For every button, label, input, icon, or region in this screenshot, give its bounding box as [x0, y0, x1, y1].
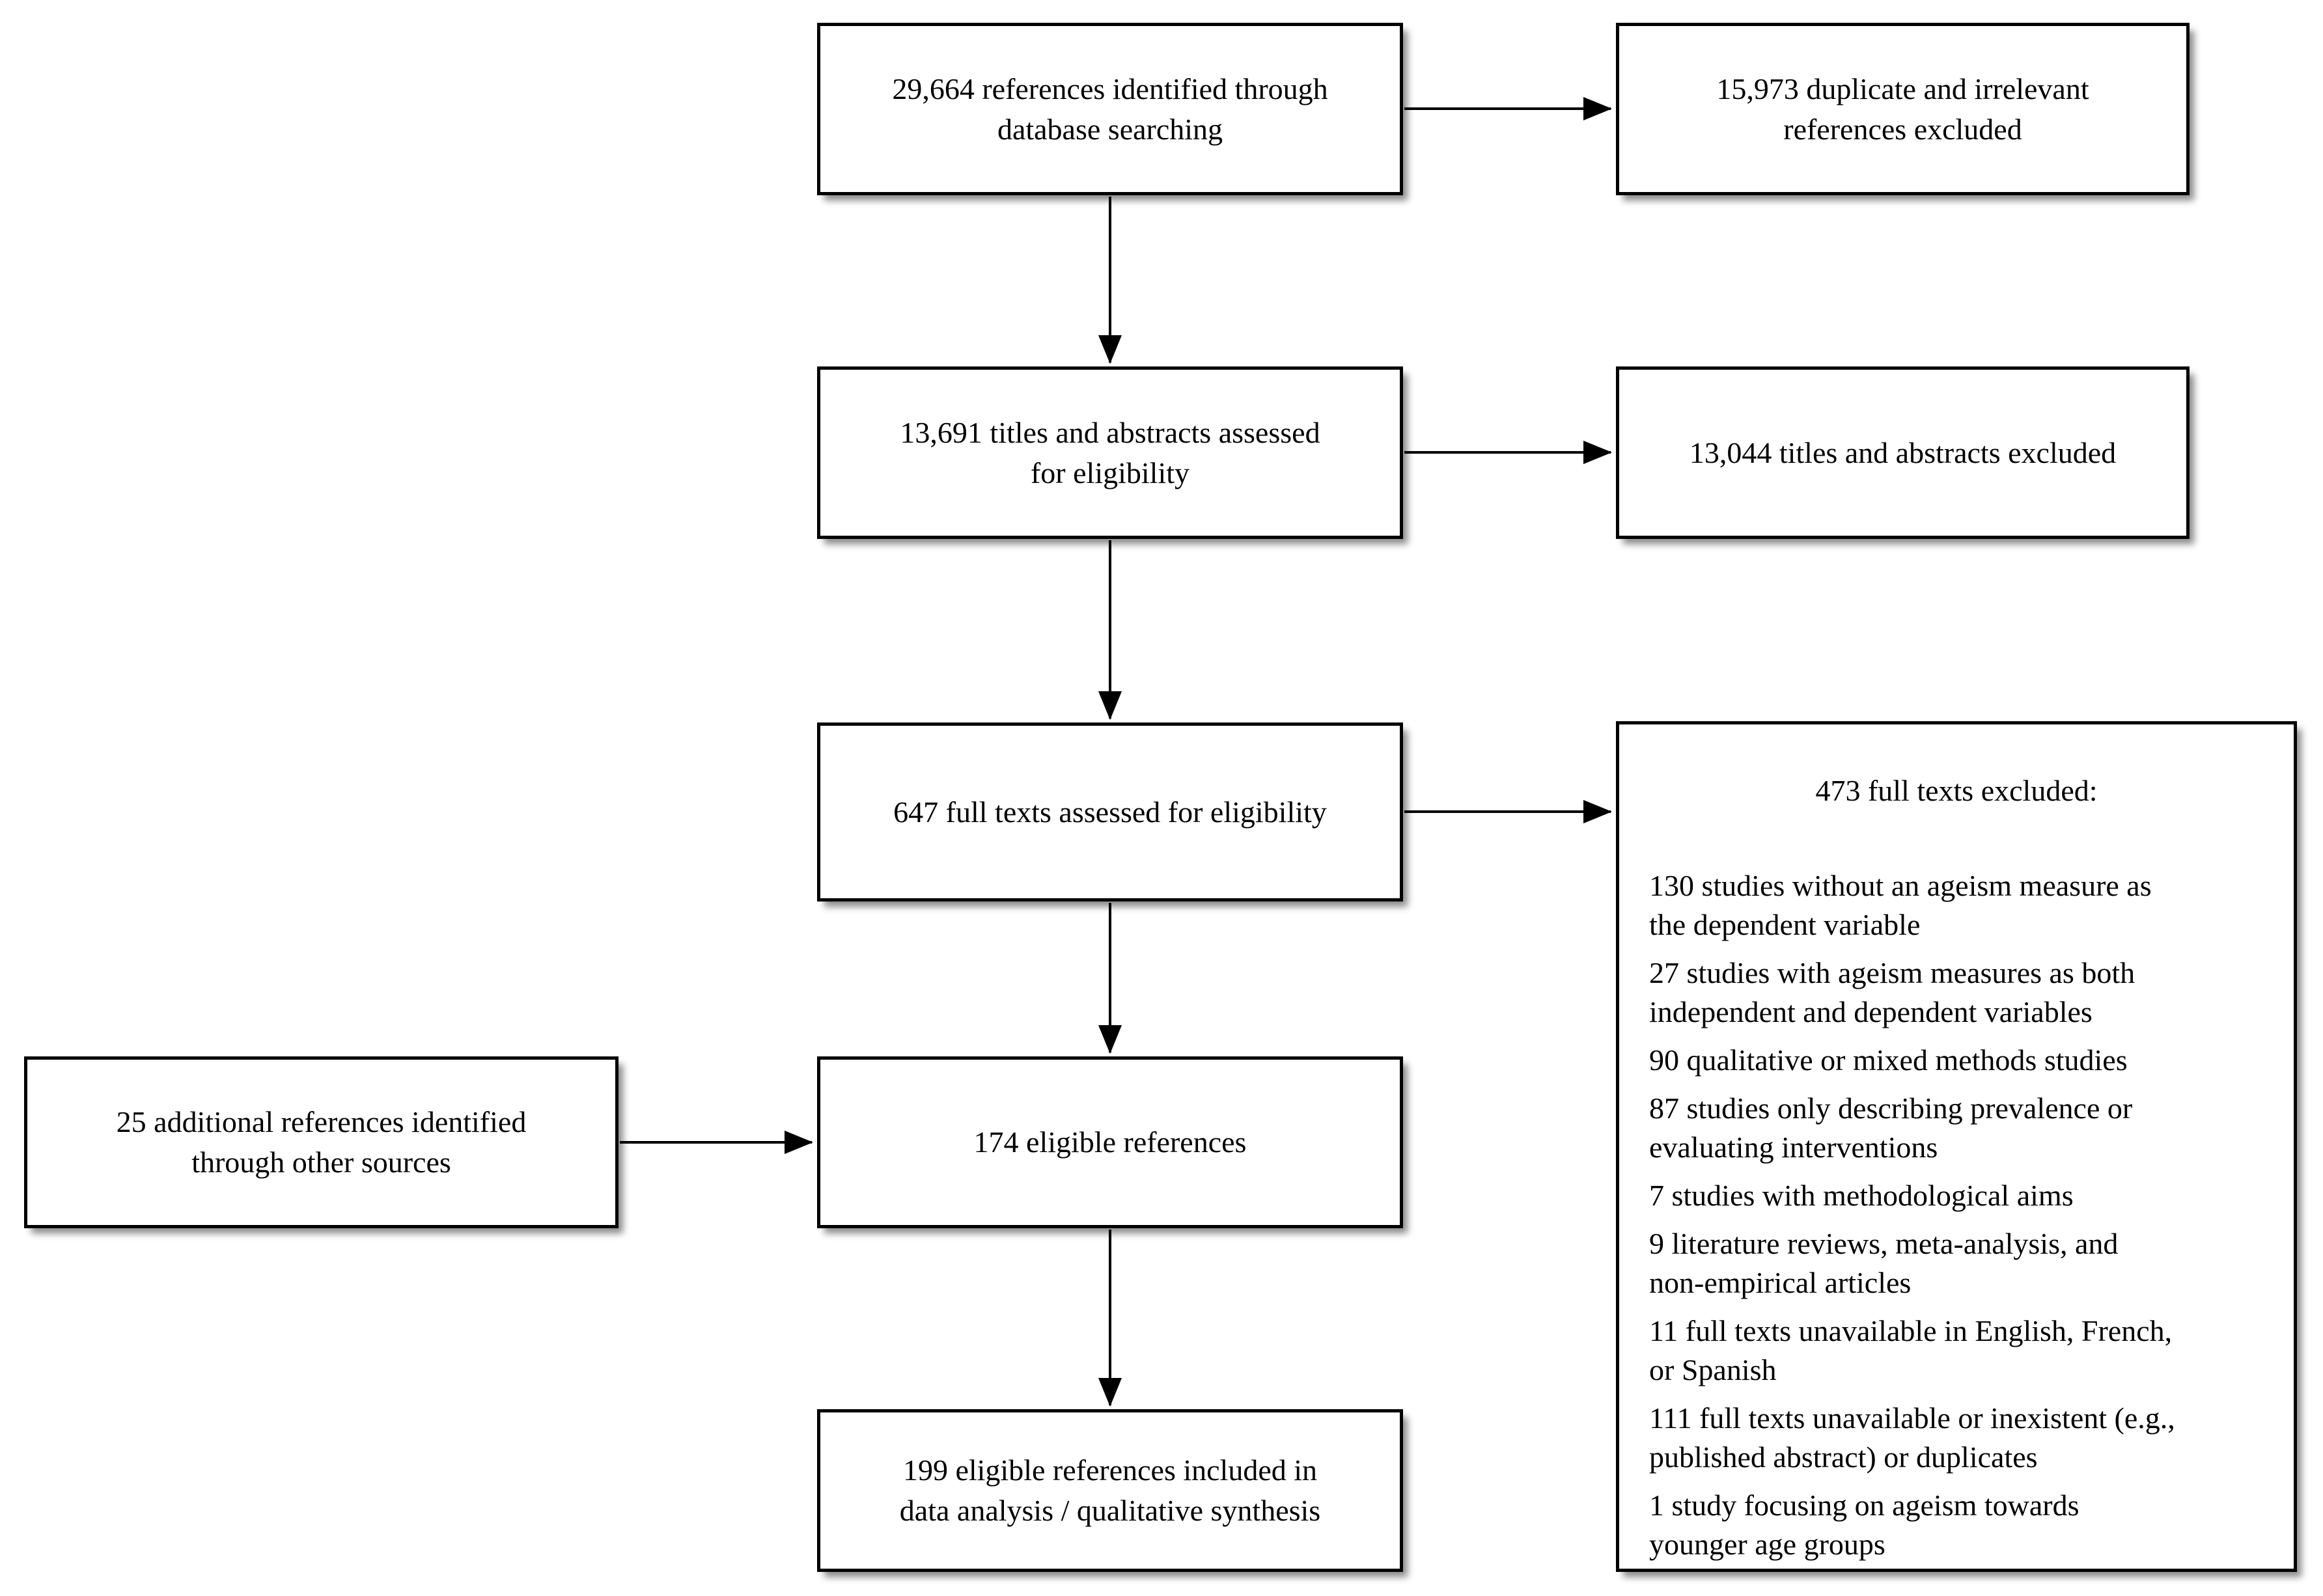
box-included-references: 199 eligible references included in data…: [817, 1409, 1403, 1572]
exclusion-item-younger-age-groups: 1 study focusing on ageism towards young…: [1649, 1489, 2080, 1561]
references-identified-text: 29,664 references identified through dat…: [892, 72, 1328, 146]
exclusion-item-both-variables: 27 studies with ageism measures as both …: [1649, 956, 2135, 1028]
box-duplicates-excluded: 15,973 duplicate and irrelevant referenc…: [1616, 23, 2190, 195]
box-fulltext-assessed: 647 full texts assessed for eligibility: [817, 722, 1403, 901]
exclusion-item-unavailable-duplicates: 111 full texts unavailable or inexistent…: [1649, 1401, 2175, 1474]
fulltext-assessed-text: 647 full texts assessed for eligibility: [893, 795, 1327, 829]
box-titles-abstracts-assessed: 13,691 titles and abstracts assessed for…: [817, 366, 1403, 539]
exclusion-item-qualitative-mixed: 90 qualitative or mixed methods studies: [1649, 1043, 2128, 1077]
exclusion-item-methodological-aims: 7 studies with methodological aims: [1649, 1179, 2074, 1212]
exclusion-item-no-ageism-measure: 130 studies without an ageism measure as…: [1649, 869, 2152, 941]
included-references-text: 199 eligible references included in data…: [899, 1453, 1321, 1527]
duplicates-excluded-text: 15,973 duplicate and irrelevant referenc…: [1716, 72, 2089, 146]
box-references-identified: 29,664 references identified through dat…: [817, 23, 1403, 195]
fulltext-exclusions-title: 473 full texts excluded:: [1815, 774, 2098, 807]
titles-abstracts-assessed-text: 13,691 titles and abstracts assessed for…: [900, 415, 1320, 489]
exclusion-item-prevalence-interventions: 87 studies only describing prevalence or…: [1649, 1092, 2133, 1164]
box-additional-references: 25 additional references identified thro…: [24, 1056, 619, 1228]
exclusion-item-literature-reviews: 9 literature reviews, meta-analysis, and…: [1649, 1227, 2119, 1299]
box-fulltext-exclusions: 473 full texts excluded: 130 studies wit…: [1616, 721, 2297, 1572]
box-eligible-references: 174 eligible references: [817, 1056, 1403, 1228]
eligible-references-text: 174 eligible references: [973, 1125, 1247, 1159]
exclusion-item-language: 11 full texts unavailable in English, Fr…: [1649, 1314, 2173, 1386]
titles-abstracts-excluded-text: 13,044 titles and abstracts excluded: [1689, 435, 2117, 469]
box-titles-abstracts-excluded: 13,044 titles and abstracts excluded: [1616, 366, 2190, 539]
additional-references-text: 25 additional references identified thro…: [116, 1105, 527, 1179]
